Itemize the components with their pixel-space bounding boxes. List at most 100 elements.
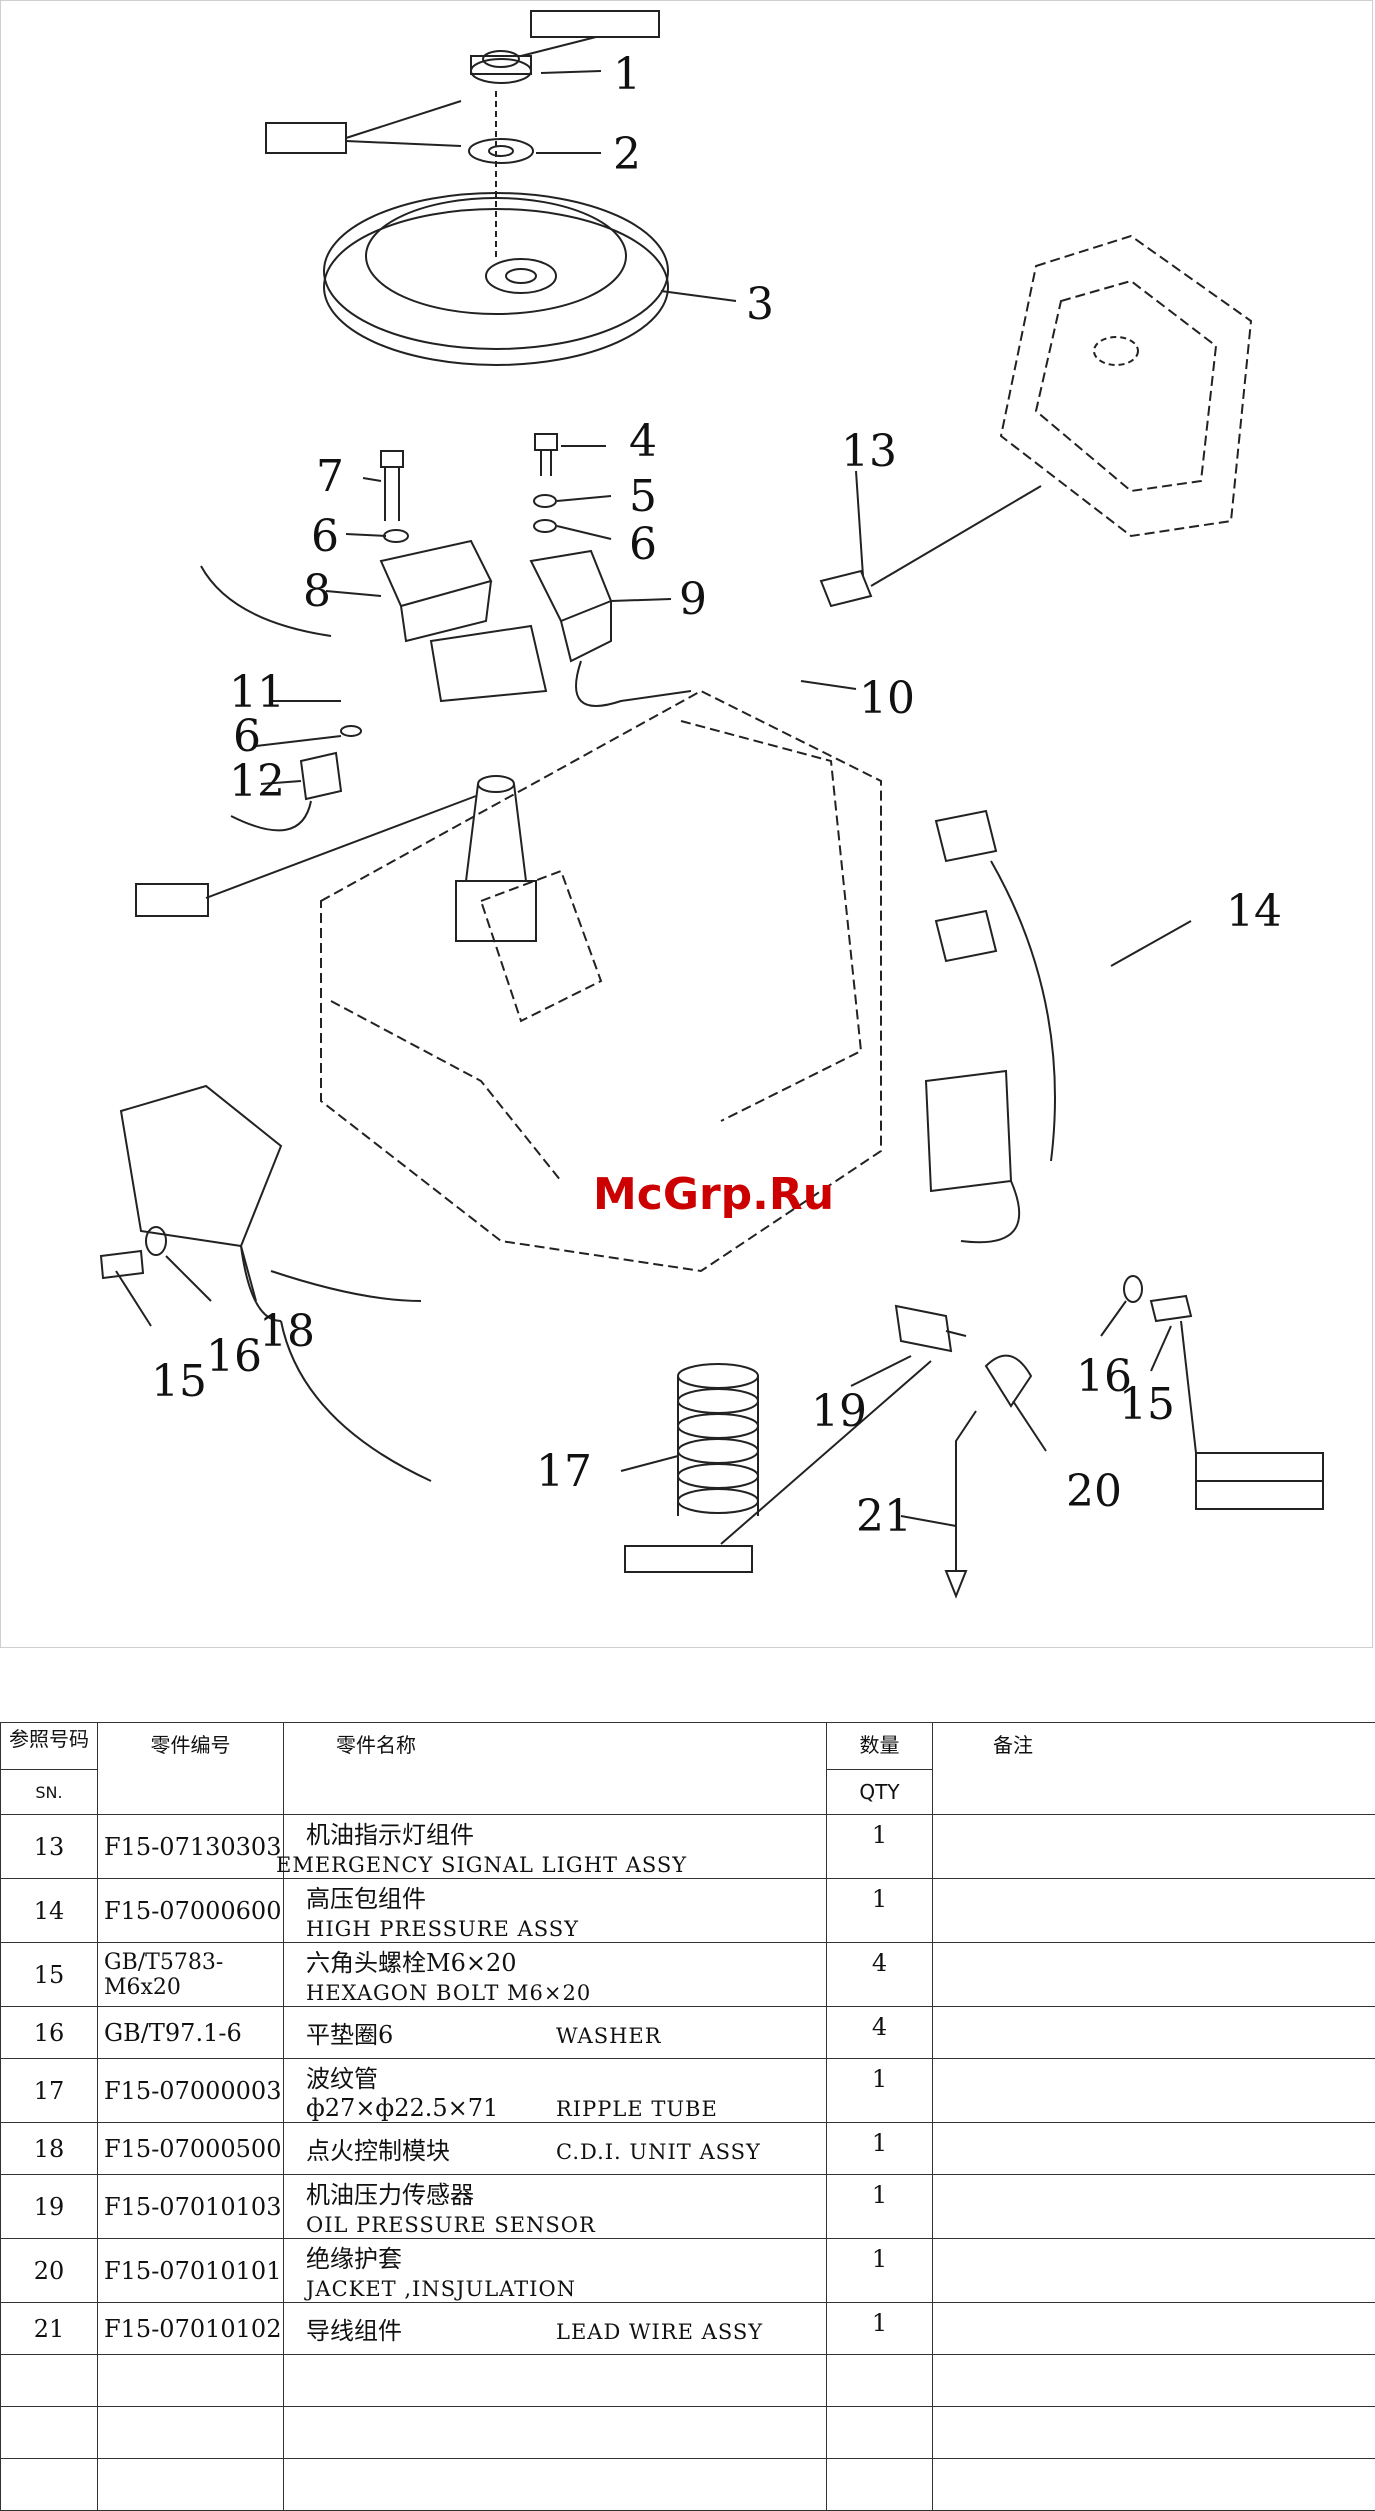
- callout-number: 6: [233, 711, 261, 762]
- cell-qty: [827, 2407, 933, 2459]
- cell-qty: 1: [827, 1815, 933, 1879]
- cell-part-no: [98, 2407, 284, 2459]
- callout-number: 10: [859, 673, 915, 724]
- cell-qty: 1: [827, 1879, 933, 1943]
- callout-number: 4: [629, 416, 657, 467]
- charge-coil: [201, 541, 491, 641]
- cell-qty: [827, 2355, 933, 2407]
- header-sn-en: SN.: [1, 1770, 98, 1815]
- cell-part-name: 六角头螺栓M6×20HEXAGON BOLT M6×20: [284, 1943, 827, 2007]
- cell-part-name: [284, 2459, 827, 2511]
- part-name-cn: 机油压力传感器: [306, 2175, 556, 2210]
- cell-qty: 1: [827, 2175, 933, 2239]
- cell-part-no: F15-07130303: [98, 1815, 284, 1879]
- cell-sn: 21: [1, 2303, 98, 2355]
- cell-sn: 20: [1, 2239, 98, 2303]
- cell-qty: 1: [827, 2123, 933, 2175]
- cell-part-no: F15-07010101: [98, 2239, 284, 2303]
- cell-remark: [933, 1815, 1375, 1879]
- lead-wire: [946, 1411, 976, 1596]
- cell-remark: [933, 2355, 1375, 2407]
- part-name-cn: 机油指示灯组件: [306, 1815, 556, 1850]
- signal-light: [821, 486, 1041, 606]
- cell-qty: 4: [827, 1943, 933, 2007]
- ripple-tube: [678, 1364, 758, 1516]
- cell-part-name: 机油指示灯组件EMERGENCY SIGNAL LIGHT ASSY: [284, 1815, 827, 1879]
- cell-remark: [933, 2059, 1375, 2123]
- cell-part-name: [284, 2407, 827, 2459]
- label-box: [531, 11, 659, 37]
- cell-part-no: [98, 2459, 284, 2511]
- cell-remark: [933, 2007, 1375, 2059]
- callout-number: 1: [613, 49, 641, 100]
- callout-number: 19: [811, 1386, 867, 1437]
- cell-sn: [1, 2355, 98, 2407]
- part-name-en: LEAD WIRE ASSY: [556, 2320, 763, 2344]
- cell-remark: [933, 1879, 1375, 1943]
- cell-part-name: 绝缘护套 JACKET ,INSJULATION: [284, 2239, 827, 2303]
- table-row: 15 GB/T5783-M6x20 六角头螺栓M6×20HEXAGON BOLT…: [1, 1943, 1375, 2007]
- cell-part-name: 机油压力传感器OIL PRESSURE SENSOR: [284, 2175, 827, 2239]
- cdi-unit: [121, 1086, 431, 1481]
- callout-number: 9: [679, 574, 707, 625]
- header-qty-cn: 数量: [827, 1723, 933, 1770]
- header-part-no: 零件编号: [98, 1723, 284, 1815]
- part-name-en: RIPPLE TUBE: [556, 2097, 718, 2121]
- label-box: [625, 1546, 752, 1572]
- part-name-en: WASHER: [556, 2024, 662, 2048]
- insulation-jacket: [986, 1356, 1031, 1406]
- callout-number: 20: [1066, 1466, 1122, 1517]
- pulser-coil: [531, 551, 691, 706]
- callout-number: 5: [629, 471, 657, 522]
- callout-number: 16: [206, 1331, 262, 1382]
- cell-sn: 17: [1, 2059, 98, 2123]
- callout-number: 8: [303, 566, 331, 617]
- cell-qty: 4: [827, 2007, 933, 2059]
- part-name-cn: 绝缘护套: [306, 2239, 556, 2274]
- cell-sn: 13: [1, 1815, 98, 1879]
- ignition-coil: [926, 811, 1055, 1242]
- bolt: [381, 451, 403, 521]
- part-name-en: JACKET ,INSJULATION: [306, 2277, 576, 2301]
- table-header-row: 参照号码 零件编号 零件名称 数量 备注: [1, 1723, 1375, 1770]
- cell-part-name: 高压包组件 HIGH PRESSURE ASSY: [284, 1879, 827, 1943]
- part-name-cn: 高压包组件: [306, 1879, 556, 1914]
- cell-qty: [827, 2459, 933, 2511]
- callout-number: 2: [613, 129, 641, 180]
- cell-part-name: [284, 2355, 827, 2407]
- cell-part-no: F15-07000003: [98, 2059, 284, 2123]
- callout-number: 13: [841, 426, 897, 477]
- cell-sn: [1, 2459, 98, 2511]
- callout-number: 6: [629, 519, 657, 570]
- cell-qty: 1: [827, 2303, 933, 2355]
- crankshaft: [456, 776, 536, 941]
- stator-base: [431, 626, 546, 701]
- cell-part-no: F15-07000500: [98, 2123, 284, 2175]
- washer: [469, 139, 533, 163]
- cell-remark: [933, 2239, 1375, 2303]
- cell-qty: 1: [827, 2239, 933, 2303]
- callout-number: 12: [229, 756, 285, 807]
- part-name-en: HIGH PRESSURE ASSY: [306, 1917, 579, 1941]
- cell-remark: [933, 2407, 1375, 2459]
- header-part-name: 零件名称: [284, 1723, 827, 1815]
- header-remark: 备注: [933, 1723, 1375, 1815]
- cell-part-no: GB/T97.1-6: [98, 2007, 284, 2059]
- cell-sn: [1, 2407, 98, 2459]
- part-name-cn: 六角头螺栓M6×20: [306, 1943, 556, 1978]
- cell-remark: [933, 1943, 1375, 2007]
- parts-table: 参照号码 零件编号 零件名称 数量 备注 SN. QTY 13 F15-0713…: [0, 1722, 1375, 2511]
- table-row: 20 F15-07010101 绝缘护套JACKET ,INSJULATION …: [1, 2239, 1375, 2303]
- part-name-en: C.D.I. UNIT ASSY: [556, 2140, 761, 2164]
- cell-sn: 16: [1, 2007, 98, 2059]
- exploded-diagram-svg: 1 2 3 4 5 6 6 7 8 9 10 11 6 12 13 14 15 …: [1, 1, 1374, 1649]
- callout-number: 6: [311, 511, 339, 562]
- cell-sn: 19: [1, 2175, 98, 2239]
- cell-remark: [933, 2459, 1375, 2511]
